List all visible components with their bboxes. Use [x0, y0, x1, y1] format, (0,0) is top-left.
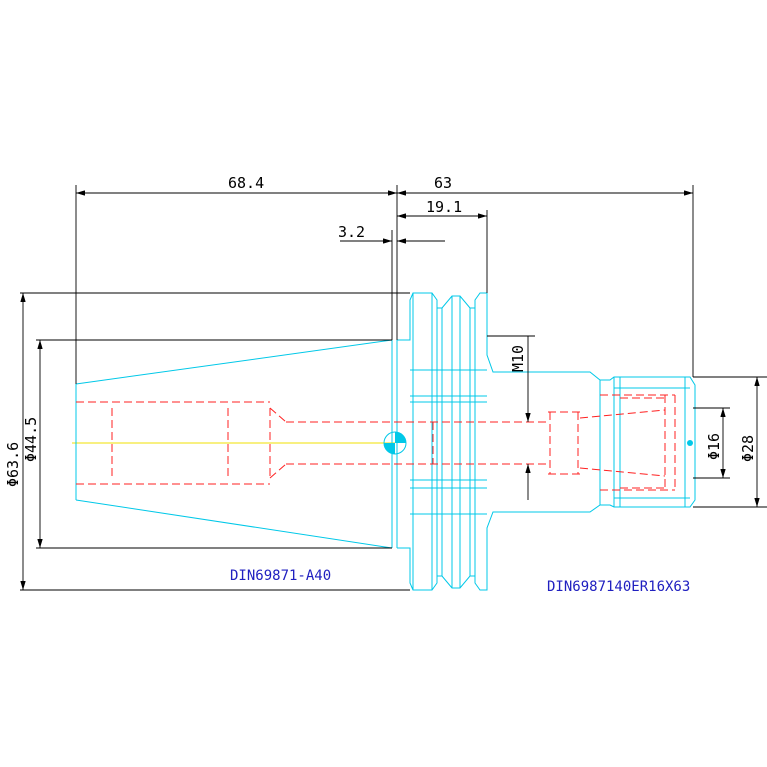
hidden-lines: [76, 394, 676, 491]
title-right-part: DIN6987140ER16X63: [547, 579, 690, 595]
dim-taper-length: 68.4: [228, 174, 264, 192]
dimension-lines: [20, 185, 767, 591]
dim-flange: 19.1: [426, 198, 462, 216]
dim-collet-dia: Φ16: [705, 433, 723, 460]
dim-total-right: 63: [434, 174, 452, 192]
dim-thread: M10: [509, 345, 527, 372]
center-marker: [383, 431, 693, 455]
dim-taper-dia: Φ44.5: [22, 417, 40, 462]
dim-outer-dia: Φ63.6: [4, 442, 22, 487]
dim-offset: 3.2: [338, 223, 365, 241]
title-left-part: DIN69871-A40: [230, 568, 331, 584]
dim-nut-dia: Φ28: [739, 435, 757, 462]
part-outline: [75, 292, 696, 591]
